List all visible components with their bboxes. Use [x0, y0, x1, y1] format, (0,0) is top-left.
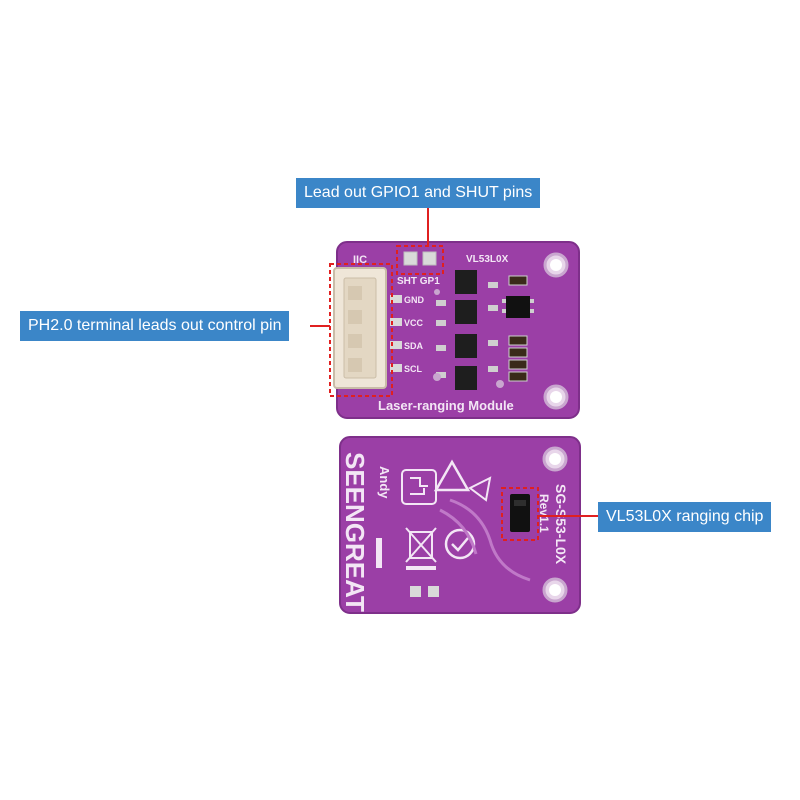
shut-pad: [403, 251, 418, 266]
pin-label: SDA: [404, 341, 424, 351]
gpio-pad: [422, 251, 437, 266]
mounting-hole: [549, 584, 561, 596]
callout-ranging-chip: VL53L0X ranging chip: [598, 502, 772, 532]
board-footer-label: Laser-ranging Module: [378, 398, 514, 413]
smd-component: [436, 345, 446, 351]
regulator-chip: [506, 296, 530, 318]
smd-component: [488, 282, 498, 288]
warning-triangle-icon: [433, 459, 471, 492]
pin-row-gnd: GND: [390, 295, 425, 305]
vl53l0x-chip: [510, 494, 530, 532]
resistor: [508, 347, 528, 358]
callout-gpio-shut: Lead out GPIO1 and SHUT pins: [296, 178, 541, 208]
smd-component: [488, 340, 498, 346]
mounting-hole: [550, 391, 562, 403]
brand-text: SEENGREAT: [340, 452, 370, 612]
resistor: [508, 359, 528, 370]
transistor: [455, 366, 477, 390]
transistor: [455, 300, 477, 324]
smd-component: [436, 372, 446, 378]
transistor: [455, 334, 477, 358]
mounting-hole: [549, 453, 561, 465]
bottom-pad: [410, 586, 421, 597]
callout-ph2-terminal: PH2.0 terminal leads out control pin: [20, 311, 290, 341]
resistor: [508, 275, 528, 286]
smd-component: [488, 366, 498, 372]
header-pin-labels: SHT GP1: [397, 276, 440, 287]
smd-component: [436, 320, 446, 326]
resistor: [508, 371, 528, 382]
pin-label: SCL: [404, 364, 423, 374]
weee-bin-icon: [405, 527, 437, 570]
pin-row-vcc: VCC: [390, 318, 424, 328]
esd-icon: [468, 476, 492, 502]
pin-row-sda: SDA: [390, 341, 424, 351]
front-board: IIC VL53L0X SHT GP1 GND VCC SDA SCL: [333, 241, 580, 419]
bar-mark-icon: [376, 538, 382, 568]
pin-label: GND: [404, 295, 425, 305]
circuit-logo-icon: [401, 469, 437, 505]
marker-connector-box: [310, 263, 393, 397]
author-text: Andy: [377, 466, 392, 499]
transistor: [455, 270, 477, 294]
mounting-hole: [550, 259, 562, 271]
pin-label: VCC: [404, 318, 424, 328]
bottom-pad: [428, 586, 439, 597]
marker-chip-box: [501, 487, 598, 541]
resistor: [508, 335, 528, 346]
pin-row-scl: SCL: [390, 364, 423, 374]
smd-component: [488, 305, 498, 311]
model-text: SG-S53-L0X: [553, 484, 569, 565]
smd-component: [436, 300, 446, 306]
marker-gpio-box: [396, 205, 444, 275]
iic-label: IIC: [353, 254, 367, 266]
chip-silkscreen: VL53L0X: [466, 254, 509, 265]
back-board: SEENGREAT Andy SG-S53-L0X Rev1.1: [339, 436, 581, 614]
rev-text: Rev1.1: [537, 494, 551, 533]
